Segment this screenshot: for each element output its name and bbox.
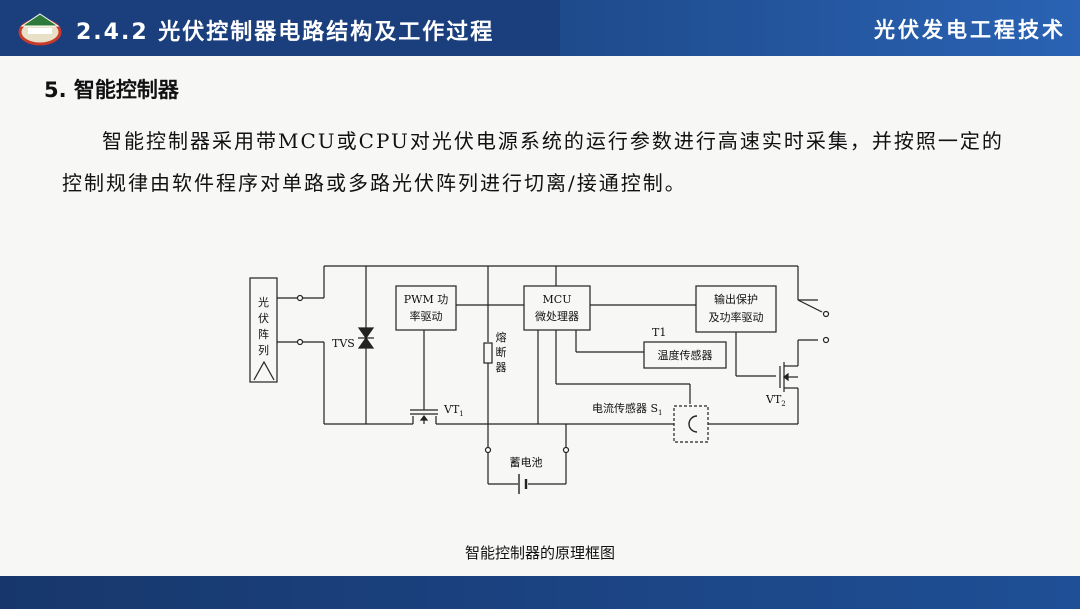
header-bar: 2.4.2 光伏控制器电路结构及工作过程 光伏发电工程技术 <box>0 0 1080 56</box>
pv-array-box <box>249 277 278 383</box>
battery-label: 蓄电池 <box>510 456 543 469</box>
vt1-label: VT1 <box>443 403 464 418</box>
section-title: 5. 智能控制器 <box>44 78 179 102</box>
pwm-driver-box <box>395 285 457 331</box>
pv-array-label-3: 阵 <box>258 327 269 341</box>
description-paragraph: 智能控制器采用带MCU或CPU对光伏电源系统的运行参数进行高速实时采集，并按照一… <box>62 129 1004 195</box>
t1-label: T1 <box>652 326 666 339</box>
page-title: 2.4.2 光伏控制器电路结构及工作过程 <box>76 20 495 45</box>
mosfet-vt1-icon <box>410 409 438 424</box>
fuse-label-3: 器 <box>496 361 507 374</box>
university-logo-icon <box>18 13 62 46</box>
footer-bar <box>0 576 1080 609</box>
fuse-label-1: 熔 <box>496 330 507 344</box>
fuse-label-2: 断 <box>496 345 507 359</box>
current-sensor-box <box>673 405 709 443</box>
output-label-1: 输出保护 <box>714 292 758 306</box>
current-sensor-label: 电流传感器 S1 <box>592 401 663 417</box>
figure-caption: 智能控制器的原理框图 <box>464 544 615 562</box>
pwm-label-2: 率驱动 <box>410 309 443 323</box>
pv-array-label-2: 伏 <box>258 311 269 325</box>
temperature-sensor-box <box>643 341 727 369</box>
course-title: 光伏发电工程技术 <box>874 18 1066 42</box>
current-sensor-coil-icon <box>688 415 698 433</box>
header-title-tab: 2.4.2 光伏控制器电路结构及工作过程 <box>0 0 560 56</box>
pv-array-label-4: 列 <box>258 343 269 357</box>
mcu-box <box>523 285 591 331</box>
pwm-label-1: PWM 功 <box>404 293 448 306</box>
pv-array-label-1: 光 <box>258 295 269 309</box>
vt2-label: VT2 <box>765 393 786 408</box>
tvs-diode-icon <box>357 327 375 349</box>
mcu-label-2: 微处理器 <box>535 309 579 323</box>
battery-icon <box>518 474 528 494</box>
mosfet-vt2-icon <box>779 360 799 396</box>
temperature-sensor-label: 温度传感器 <box>658 348 713 362</box>
tvs-label: TVS <box>332 337 355 350</box>
mcu-label-1: MCU <box>543 293 572 306</box>
output-label-2: 及功率驱动 <box>709 310 764 324</box>
